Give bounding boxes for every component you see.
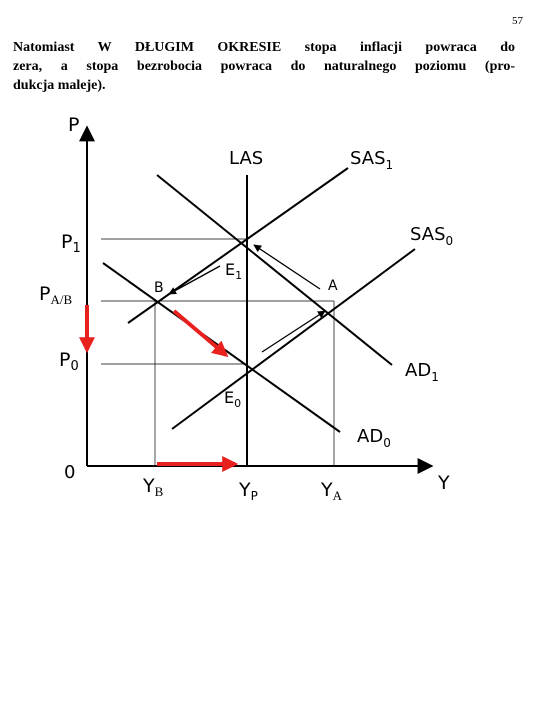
x-axis-label: Y	[437, 472, 450, 494]
page-number: 57	[512, 15, 523, 27]
p0-label: P0	[59, 349, 79, 374]
ya-label: YA	[320, 479, 343, 503]
yp-label-sub: P	[251, 489, 258, 503]
e0-label-base: E	[224, 388, 234, 407]
las-label: LAS	[229, 148, 263, 169]
arrow-e1-to-b	[168, 265, 221, 295]
intro-line-1: Natomiast W DŁUGIM OKRESIE stopa inflacj…	[13, 40, 515, 55]
ad1-label-sub: 1	[431, 370, 439, 384]
ad0-curve	[102, 262, 341, 433]
sas0-curve	[171, 248, 416, 430]
sas1-label-base: SAS	[350, 148, 386, 169]
pab-label-sub: A/B	[50, 292, 72, 307]
b-to-e0-arrow	[172, 309, 229, 358]
pab-label: PA/B	[39, 283, 72, 307]
yp-label-base: Y	[238, 479, 251, 501]
point-e1-label: E1	[225, 260, 242, 282]
ad0-label: AD0	[357, 426, 391, 450]
yb-label-sub: B	[155, 484, 164, 499]
point-b-label: B	[154, 280, 164, 296]
intro-line-2: zera, a stopa bezrobocia powraca do natu…	[13, 59, 515, 74]
ya-label-sub: A	[333, 488, 343, 503]
ad1-curve	[156, 174, 393, 366]
point-a-label: A	[328, 278, 338, 294]
y-axis-label: P	[68, 114, 79, 136]
ad0-label-sub: 0	[383, 436, 391, 450]
intro-line-3: dukcja maleje).	[13, 78, 106, 93]
p0-label-base: P	[59, 349, 70, 371]
sas0-label-sub: 0	[446, 234, 454, 248]
sas1-label-sub: 1	[386, 158, 394, 172]
arrow-e0-to-a	[261, 310, 326, 353]
ad1-label: AD1	[405, 360, 439, 384]
p1-label: P1	[61, 231, 81, 256]
point-e0-label: E0	[224, 388, 241, 410]
curves	[102, 167, 416, 466]
p1-label-base: P	[61, 231, 72, 253]
e1-label-sub: 1	[235, 269, 242, 282]
guide-lines	[101, 238, 335, 465]
ad0-label-base: AD	[357, 426, 383, 447]
e1-label-base: E	[225, 260, 235, 279]
p0-label-sub: 0	[70, 359, 78, 374]
p1-label-sub: 1	[72, 241, 80, 256]
sas0-label: SAS0	[410, 224, 453, 248]
sas0-label-base: SAS	[410, 224, 446, 245]
yp-label: YP	[238, 479, 258, 503]
origin-label: 0	[64, 462, 75, 483]
sas1-label: SAS1	[350, 148, 393, 172]
highlight-arrows	[79, 305, 239, 472]
axes	[79, 125, 434, 474]
pab-label-base: P	[39, 283, 50, 305]
arrow-a-to-e1	[253, 244, 321, 290]
movement-arrows	[168, 244, 326, 353]
e0-label-sub: 0	[234, 397, 241, 410]
intro-paragraph: Natomiast W DŁUGIM OKRESIE stopa inflacj…	[13, 38, 515, 95]
yb-label: YB	[142, 475, 164, 499]
ya-label-base: Y	[320, 479, 333, 501]
ad1-label-base: AD	[405, 360, 431, 381]
yb-label-base: Y	[142, 475, 155, 497]
sas1-curve	[127, 167, 349, 324]
